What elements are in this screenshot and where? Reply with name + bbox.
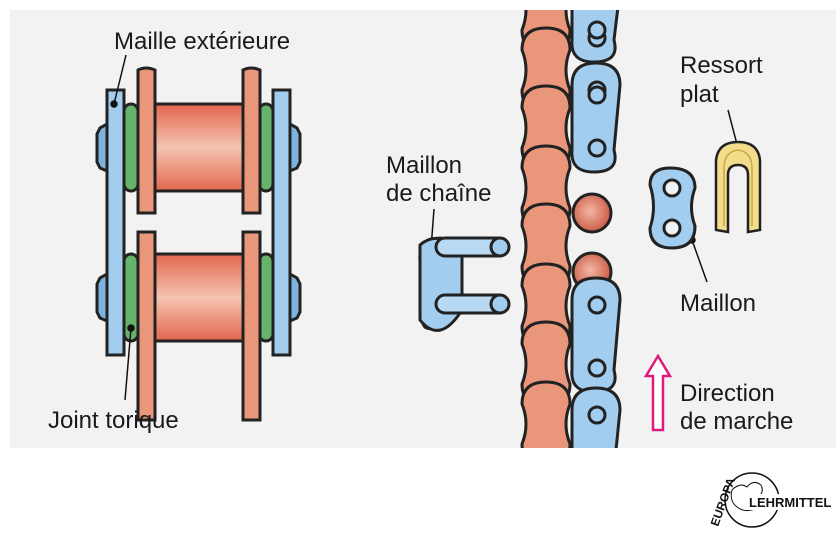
label-link: Maillon [680, 290, 756, 317]
label-spring-2: plat [680, 81, 719, 108]
pin-end [589, 0, 605, 3]
logo-text-bottom: LEHRMITTEL [749, 495, 831, 510]
pin-end [587, 138, 607, 158]
roller-end [571, 192, 613, 234]
link-plate [648, 166, 697, 250]
pin-end [587, 85, 607, 105]
chain-strand [520, 0, 622, 476]
label-direction-2: de marche [680, 408, 793, 435]
outer-link [570, 61, 622, 174]
label-chain-link-1: Maillon [386, 152, 462, 179]
pin-end [587, 20, 607, 40]
inner-link [520, 380, 572, 448]
chain-cross-section [95, 66, 302, 422]
label-o-ring: Joint torique [48, 407, 179, 434]
inner-plate [136, 230, 157, 422]
outer-link [570, 386, 622, 448]
roller [153, 102, 245, 193]
roller [153, 252, 245, 343]
outer-plate-left [105, 88, 126, 357]
connecting-link [418, 236, 511, 332]
label-spring-1: Ressort [680, 52, 763, 79]
outer-plate-right [271, 88, 292, 357]
label-direction-1: Direction [680, 380, 775, 407]
pin-end [589, 460, 605, 476]
inner-plate [136, 66, 157, 215]
inner-plate [241, 230, 262, 422]
label-outer-link: Maille extérieure [114, 28, 290, 55]
label-chain-link-2: de chaîne [386, 180, 491, 207]
europa-lehrmittel-logo: EUROPA LEHRMITTEL [708, 472, 831, 528]
outer-link [570, 276, 622, 394]
o-ring [122, 102, 140, 193]
direction-arrow-icon [643, 353, 673, 432]
pin-end [587, 295, 607, 315]
inner-plate [241, 66, 262, 215]
pin-end [587, 405, 607, 425]
pin-end [587, 358, 607, 378]
spring-clip [714, 140, 762, 234]
